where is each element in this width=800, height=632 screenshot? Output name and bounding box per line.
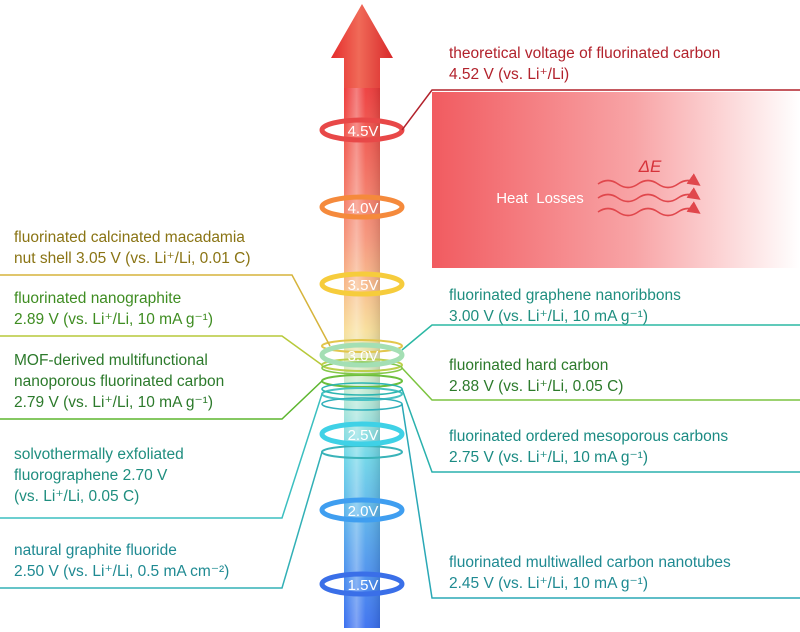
leader-line-graphite-fluoride: [0, 451, 323, 589]
annotation-fluorographene: solvothermally exfoliated fluorographene…: [14, 446, 184, 505]
tick-label-3-5v: 3.5V: [348, 277, 379, 294]
delta-e-symbol: ΔE: [638, 157, 662, 176]
annotation-hard-carbon: fluorinated hard carbon 2.88 V (vs. Li⁺/…: [449, 357, 624, 395]
leader-line-theoretical: [401, 89, 800, 131]
leader-line-fluorographene: [0, 393, 323, 519]
tick-label-2-0v: 2.0V: [348, 503, 379, 520]
ring-2-5v: [319, 421, 405, 447]
annotation-mof-derived-carbon: MOF-derived multifunctional nanoporous f…: [14, 352, 225, 411]
ring-2-0v: [319, 497, 405, 523]
leader-line-macadamia: [0, 274, 331, 347]
leader-line-nanotubes: [401, 403, 800, 599]
annotation-graphite-fluoride: natural graphite fluoride 2.50 V (vs. Li…: [14, 542, 230, 580]
arrow-head: [331, 4, 393, 92]
heat-losses-label: Heat Losses: [496, 190, 584, 207]
leader-line-mesoporous: [401, 388, 800, 473]
annotation-macadamia-nut-shell: fluorinated calcinated macadamia nut she…: [14, 229, 251, 267]
leader-line-mof: [0, 380, 323, 420]
tick-label-4-5v: 4.5V: [348, 123, 379, 140]
heat-loss-panel: [432, 92, 800, 268]
annotation-ring-macadamia: [321, 339, 403, 353]
leader-line-hard-carbon: [401, 367, 800, 401]
annotation-mesoporous-carbons: fluorinated ordered mesoporous carbons 2…: [449, 428, 729, 466]
ring-3-5v: [319, 271, 405, 297]
annotation-theoretical-voltage: theoretical voltage of fluorinated carbo…: [449, 45, 721, 83]
heat-wave-arrow-1: [597, 173, 701, 189]
annotation-nanographite: fluorinated nanographite 2.89 V (vs. Li⁺…: [14, 290, 213, 328]
annotation-graphene-nanoribbons: fluorinated graphene nanoribbons 3.00 V …: [449, 287, 681, 325]
tick-label-1-5v: 1.5V: [348, 577, 379, 594]
tick-label-3-0v: 3.0V: [348, 348, 379, 365]
ring-4-0v: [319, 194, 405, 220]
tick-label-4-0v: 4.0V: [348, 200, 379, 217]
ring-3-0v: [319, 342, 405, 368]
leader-line-nanographite: [0, 335, 323, 366]
leader-line-nanoribbons: [401, 324, 800, 351]
heat-wave-arrow-3: [597, 201, 701, 217]
annotation-carbon-nanotubes: fluorinated multiwalled carbon nanotubes…: [449, 554, 731, 592]
ring-1-5v: [319, 571, 405, 597]
heat-wave-arrow-2: [597, 187, 701, 203]
tick-label-2-5v: 2.5V: [348, 427, 379, 444]
